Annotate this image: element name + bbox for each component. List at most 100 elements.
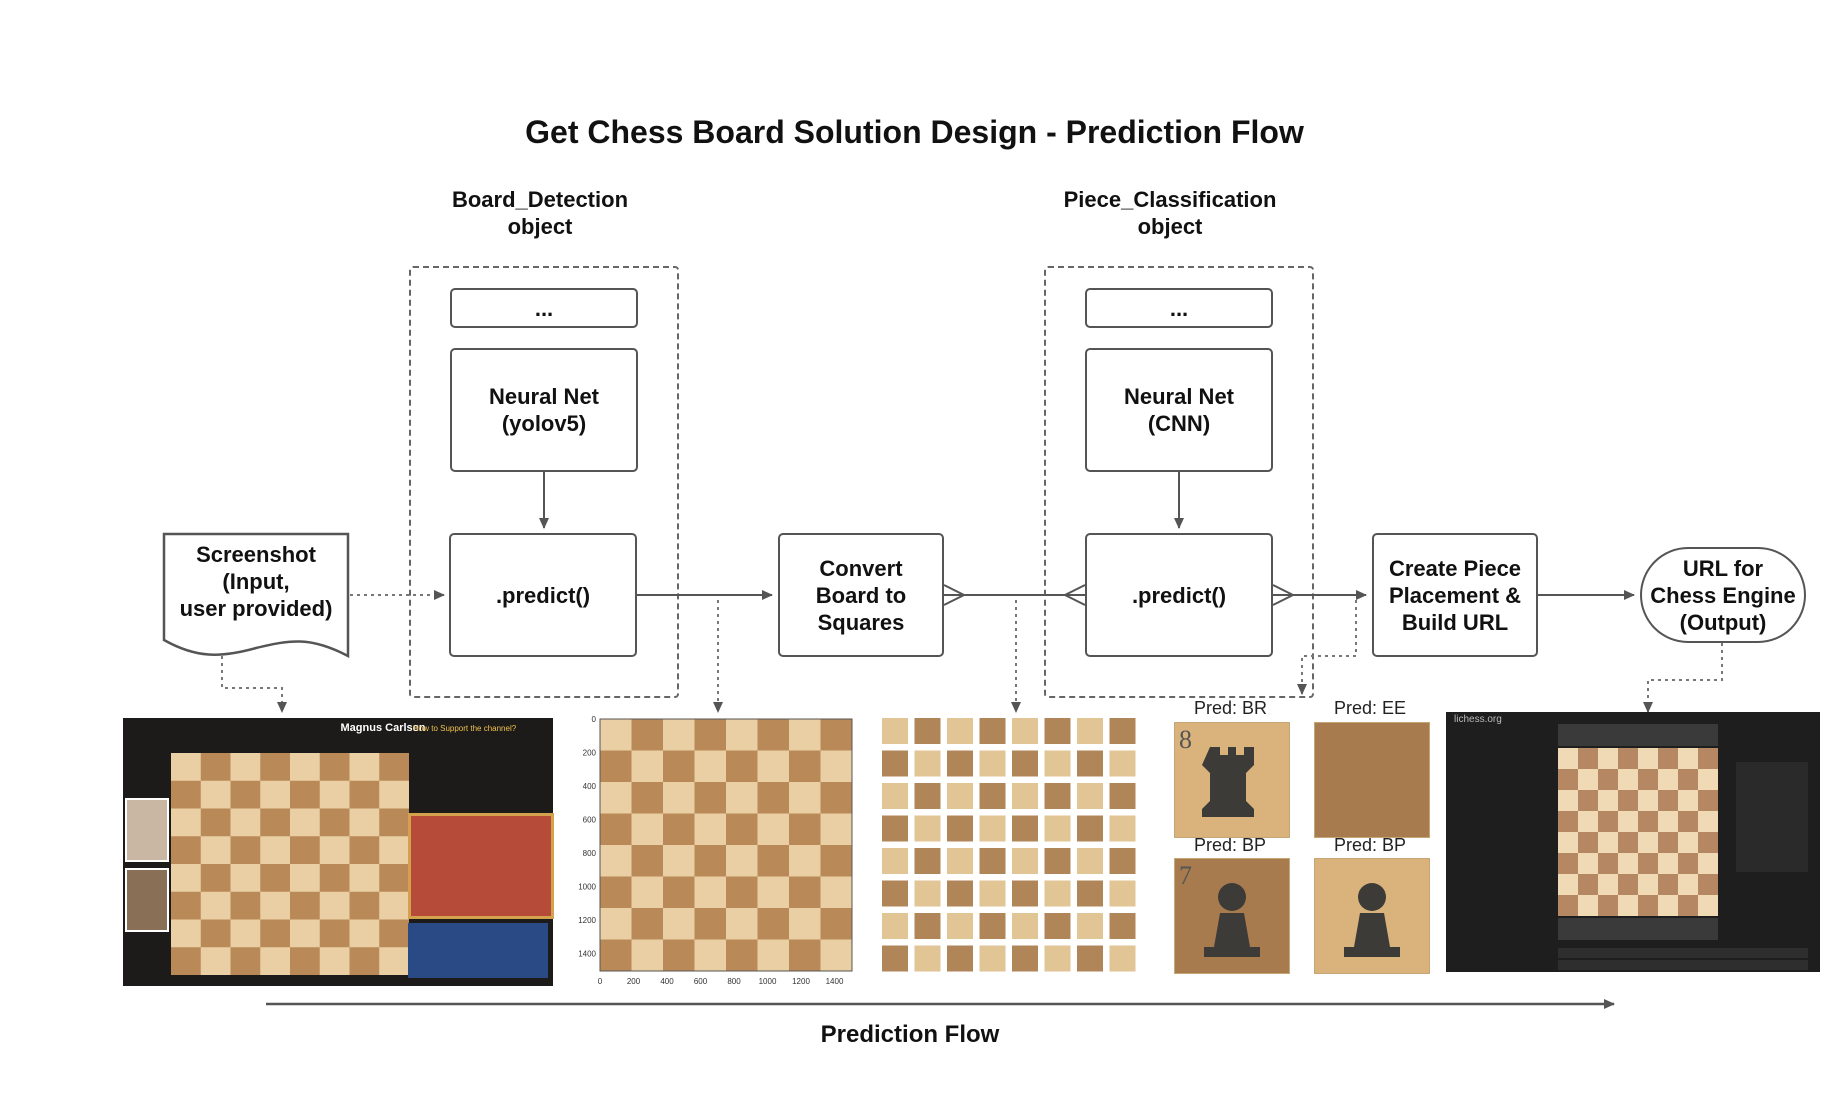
x-tick-label: 600 (694, 977, 708, 986)
stream-header: Magnus Carlsen (340, 722, 426, 734)
support-text: How to Support the channel? (413, 724, 517, 733)
square-tile (1012, 848, 1038, 874)
pawn-icon-1 (1204, 883, 1260, 957)
create-line2: Placement & (1388, 582, 1522, 608)
cnn-net-line1: Neural Net (1123, 384, 1235, 409)
lichess-output-thumbnail: lichess.org (1446, 712, 1820, 972)
square-tile (1077, 750, 1103, 777)
yolov5-net-box: Neural Net (yolov5) (450, 348, 638, 472)
square-tile (947, 815, 973, 842)
pred-label-4: Pred: BP (1334, 835, 1407, 855)
square-tile (1012, 783, 1038, 809)
square-tile (979, 945, 1006, 972)
diagram-title: Get Chess Board Solution Design - Predic… (525, 114, 1304, 150)
board-square (349, 891, 380, 920)
board-square (663, 750, 695, 782)
board-square (200, 753, 231, 781)
square-tile (1012, 815, 1038, 842)
board-square (290, 947, 320, 975)
square-tile (1012, 750, 1038, 777)
square-tile (1109, 815, 1136, 842)
square-tile (979, 913, 1006, 939)
board-square (726, 813, 758, 845)
board-square (319, 808, 350, 837)
lichess-url-field[interactable] (1558, 960, 1808, 970)
board-square (694, 845, 726, 877)
board-square (631, 845, 663, 877)
board-square (1678, 895, 1698, 916)
square-tile (1077, 945, 1103, 972)
input-screenshot-thumbnail: Magnus Carlsen How to Support the channe… (123, 718, 554, 986)
board-square (1618, 790, 1638, 811)
board-square (600, 876, 632, 908)
output-terminal: URL for Chess Engine (Output) (1640, 547, 1806, 643)
board-square (789, 750, 821, 782)
board-square (171, 836, 201, 864)
square-tile (1012, 945, 1038, 972)
square-tile (1012, 880, 1038, 907)
square-tile (1044, 880, 1071, 907)
square-tile (1044, 783, 1071, 809)
board-square (200, 919, 231, 948)
board-square (1598, 853, 1618, 874)
square-tile (1109, 913, 1136, 939)
y-tick-label: 1000 (578, 883, 596, 892)
square-tile (1077, 783, 1103, 809)
square-tile (1044, 718, 1071, 744)
board-square (1698, 874, 1718, 895)
square-tile (882, 945, 908, 972)
board-square (694, 719, 726, 751)
board-square (1638, 769, 1658, 790)
square-tile (1044, 848, 1071, 874)
board-square (1618, 832, 1638, 853)
board-square (290, 836, 320, 864)
lichess-fen-field[interactable] (1558, 948, 1808, 958)
piece-predict-box: .predict() (1085, 533, 1273, 657)
board-square (1678, 853, 1698, 874)
pred-label-1: Pred: BR (1194, 698, 1268, 718)
x-tick-label: 1400 (826, 977, 844, 986)
convert-board-box: Convert Board to Squares (778, 533, 944, 657)
board-square (260, 864, 290, 892)
board-square (1638, 811, 1658, 832)
x-tick-label: 1200 (792, 977, 810, 986)
player-photo-1 (125, 798, 169, 862)
board-square (757, 719, 789, 751)
convert-line2: Board to (815, 582, 907, 608)
board-square (379, 808, 409, 837)
board-square (1578, 832, 1598, 853)
board-square (260, 919, 290, 948)
square-tile (979, 880, 1006, 907)
board-square (1698, 832, 1718, 853)
y-tick-label: 200 (583, 749, 597, 758)
square-tile (1109, 783, 1136, 809)
square-tile (979, 750, 1006, 777)
board-square (319, 753, 350, 781)
board-square (663, 876, 695, 908)
square-tile (1109, 750, 1136, 777)
board-square (1558, 895, 1578, 916)
screenshot-line2: (Input, (222, 569, 290, 594)
cnn-net-box: Neural Net (CNN) (1085, 348, 1273, 472)
square-tile (914, 815, 941, 842)
output-line1: URL for (1682, 555, 1764, 581)
square-tile (1044, 750, 1071, 777)
square-tile (1109, 848, 1136, 874)
board-detection-label: Board_Detection object (400, 186, 680, 240)
board-square (349, 780, 380, 809)
streamer-video (408, 813, 554, 919)
square-tile (1044, 945, 1071, 972)
square-tile (979, 815, 1006, 842)
board-square (600, 813, 632, 845)
rook-icon (1202, 747, 1254, 817)
board-square (694, 782, 726, 814)
y-tick-label: 400 (583, 782, 597, 791)
board-square (631, 719, 663, 751)
board-square (1698, 748, 1718, 769)
piece-classification-label: Piece_Classification object (1030, 186, 1310, 240)
board-square (789, 876, 821, 908)
y-tick-label: 800 (583, 849, 597, 858)
board-square (379, 753, 409, 781)
